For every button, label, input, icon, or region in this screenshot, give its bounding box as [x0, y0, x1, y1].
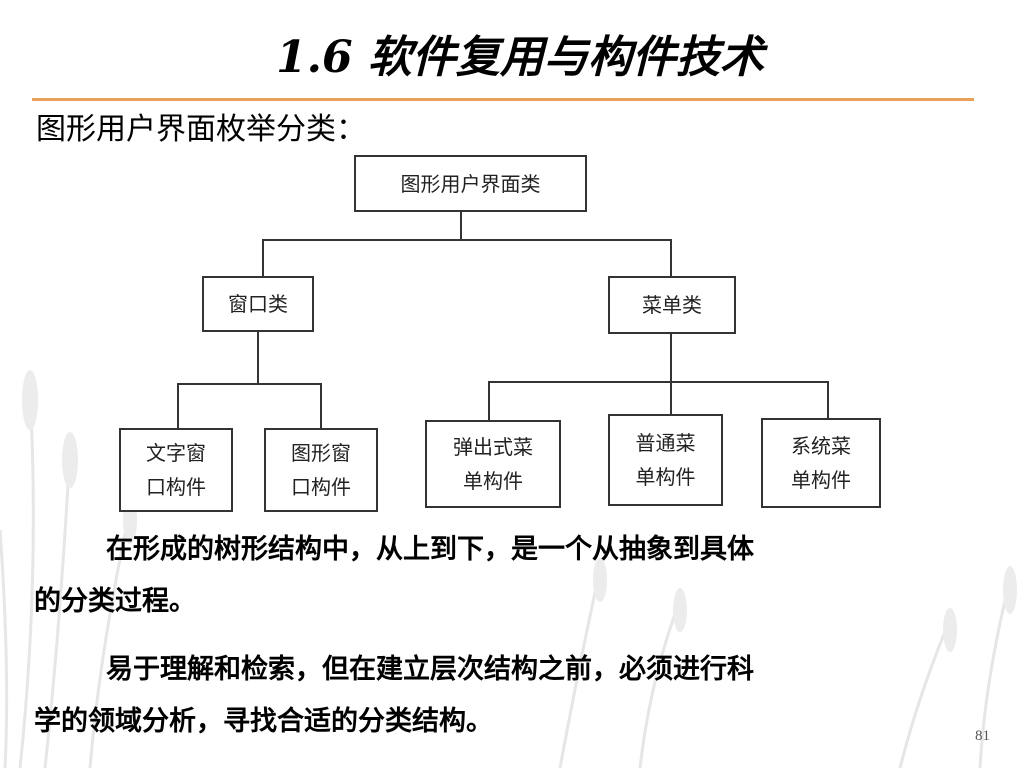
title-underline: [32, 98, 974, 101]
connector-window-right: [258, 383, 322, 428]
connector-root: [262, 212, 462, 276]
node-root-gui-class: 图形用户界面类: [354, 155, 587, 212]
connector-menu: [488, 334, 672, 420]
paragraph-advantage-note: 易于理解和检索，但在建立层次结构之前，必须进行科 学的领域分析，寻找合适的分类结…: [34, 654, 754, 737]
node-text-window-component: 文字窗 口构件: [119, 428, 233, 512]
paragraph-tree-description: 在形成的树形结构中，从上到下，是一个从抽象到具体 的分类过程。: [34, 534, 754, 617]
page-number: 81: [975, 728, 990, 744]
node-normal-menu-component: 普通菜 单构件: [608, 414, 723, 506]
slide-subtitle: 图形用户界面枚举分类：: [36, 112, 366, 147]
slide-title: 1.6 软件复用与构件技术: [276, 32, 764, 83]
node-window-class: 窗口类: [202, 276, 314, 332]
connector-root-right: [461, 239, 672, 276]
node-system-menu-component: 系统菜 单构件: [761, 418, 881, 508]
node-graphic-window-component: 图形窗 口构件: [264, 428, 378, 512]
node-popup-menu-component: 弹出式菜 单构件: [425, 420, 561, 508]
connector-menu-right: [671, 381, 829, 418]
connector-window: [177, 332, 259, 428]
node-menu-class: 菜单类: [608, 276, 736, 334]
